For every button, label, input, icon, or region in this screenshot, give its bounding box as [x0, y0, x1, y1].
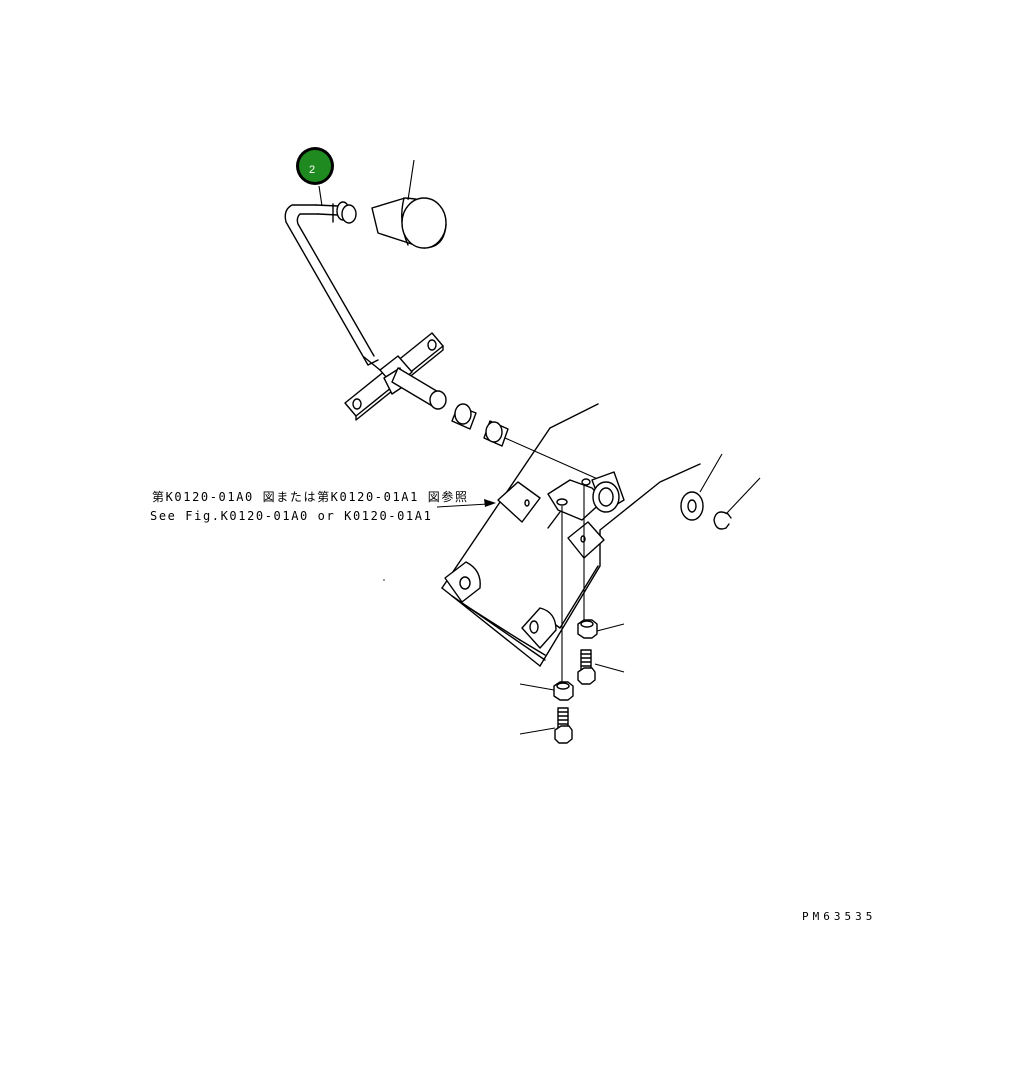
- nut-upper-leader: [596, 623, 625, 632]
- lever-shaft: [391, 367, 447, 410]
- nut-lower-leader: [519, 683, 555, 691]
- bolt-lower: [554, 707, 573, 744]
- reference-note-en: See Fig.K0120-01A0 or K0120-01A1: [150, 509, 433, 523]
- shaft-center-line: [504, 437, 601, 481]
- snap-ring-leader: [725, 477, 761, 515]
- callout-2-leader: [318, 185, 323, 207]
- reference-note-jp: 第K0120-01A0 図または第K0120-01A1 図参照: [152, 490, 469, 504]
- bracket-boss: [591, 471, 625, 513]
- washer-leader: [699, 453, 723, 493]
- bolt-right-leader: [594, 663, 625, 673]
- drawing-number: PM63535: [802, 910, 877, 923]
- bolt-right: [577, 649, 596, 685]
- bushing-1: [451, 403, 477, 430]
- bolt-lower-leader: [519, 727, 556, 735]
- reference-arrow: [436, 499, 496, 508]
- snap-ring: [713, 511, 732, 530]
- nut-upper: [577, 619, 598, 639]
- lever-rod: [284, 201, 379, 366]
- callout-2-label: 2: [309, 164, 315, 176]
- callout-2[interactable]: 2: [296, 147, 334, 185]
- nut-lower: [553, 681, 574, 701]
- lever-knob: [371, 197, 447, 249]
- bushing-2: [483, 420, 509, 447]
- mounting-bracket: [441, 403, 701, 667]
- knob-leader: [407, 159, 415, 201]
- washer: [680, 491, 704, 521]
